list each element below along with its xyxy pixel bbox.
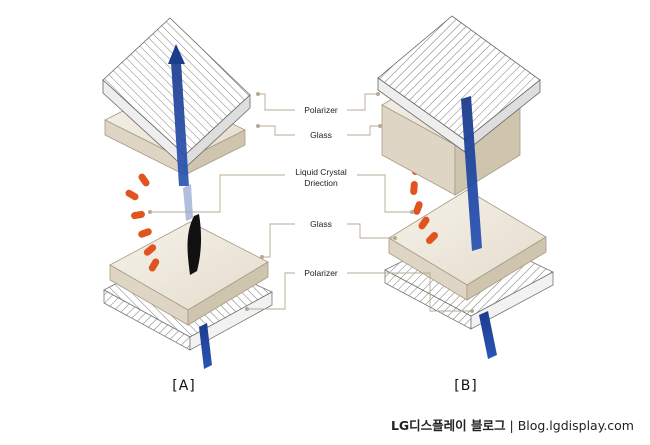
panel-b-label: [B] <box>454 378 478 394</box>
footer-site[interactable]: Blog.lgdisplay.com <box>517 418 634 433</box>
label-liquid-crystal: Liquid Crystal <box>295 167 347 177</box>
light-beam-b <box>461 96 482 251</box>
label-glass-bottom: Glass <box>310 219 332 229</box>
component-labels: Polarizer Glass Liquid Crystal Driection… <box>295 105 347 278</box>
label-polarizer-top: Polarizer <box>304 105 338 115</box>
footer-credit: LG디스플레이 블로그 | Blog.lgdisplay.com <box>391 415 634 434</box>
top-polarizer-b <box>377 15 541 153</box>
footer-separator: | <box>505 418 518 433</box>
leader-dots <box>148 92 474 313</box>
light-beam-exit-a <box>199 323 212 369</box>
twisted-light-a <box>187 214 202 275</box>
label-polarizer-bottom: Polarizer <box>304 268 338 278</box>
liquid-crystal-molecules-a <box>125 173 160 272</box>
panel-a-label: [A] <box>172 378 196 394</box>
label-direction: Driection <box>304 178 338 188</box>
label-glass-top: Glass <box>310 130 332 140</box>
light-beam-exit-b <box>479 311 497 359</box>
leader-lines <box>150 93 472 312</box>
panel-b-stack <box>377 15 554 359</box>
bottom-glass-b <box>388 189 547 301</box>
footer-brand: LG디스플레이 블로그 <box>390 418 506 433</box>
panel-a-stack <box>102 17 273 369</box>
